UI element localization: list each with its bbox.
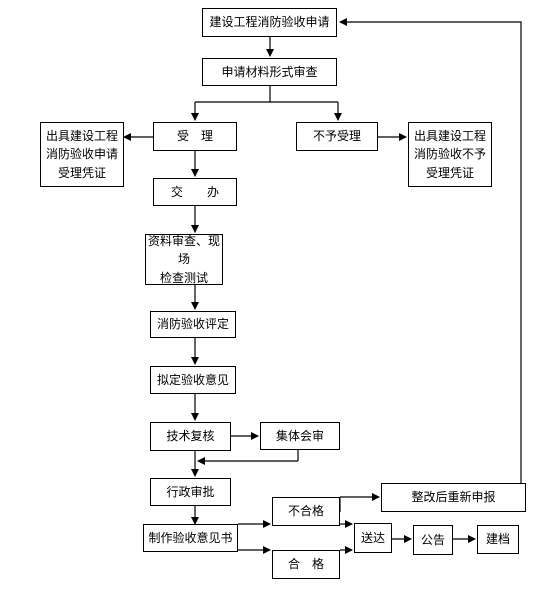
voucher-line: 出具建设工程 bbox=[413, 128, 486, 143]
node-application: 建设工程消防验收申请 bbox=[202, 8, 337, 37]
node-admin-approval: 行政审批 bbox=[150, 478, 231, 506]
node-archive: 建档 bbox=[477, 525, 519, 554]
node-form-review: 申请材料形式审查 bbox=[202, 58, 337, 86]
node-draft-opinion: 拟定验收意见 bbox=[150, 366, 236, 394]
node-unqualified: 不合格 bbox=[272, 497, 340, 526]
node-accept-voucher: 出具建设工程 消防验收申请 受理凭证 bbox=[40, 122, 124, 187]
node-announce: 公告 bbox=[413, 525, 453, 555]
node-accept: 受 理 bbox=[153, 122, 237, 151]
node-issue-opinion-label: 制作验收意见书 bbox=[148, 530, 233, 545]
node-tech-review-label: 技术复核 bbox=[166, 429, 215, 444]
inspection-line: 资料审查、现场 bbox=[147, 233, 220, 267]
node-form-review-label: 申请材料形式审查 bbox=[221, 64, 318, 79]
voucher-line: 消防验收不予 bbox=[413, 147, 486, 162]
node-rectify: 整改后重新申报 bbox=[381, 483, 526, 512]
node-qualified-label: 合 格 bbox=[287, 557, 324, 572]
node-qualified: 合 格 bbox=[272, 550, 340, 579]
node-reject-label: 不予受理 bbox=[312, 129, 361, 144]
voucher-line: 消防验收申请 bbox=[45, 147, 118, 162]
node-handover: 交 办 bbox=[153, 178, 237, 206]
node-unqualified-label: 不合格 bbox=[287, 504, 324, 519]
voucher-line: 受理凭证 bbox=[57, 165, 106, 180]
node-deliver-label: 送达 bbox=[360, 530, 385, 545]
node-tech-review: 技术复核 bbox=[150, 422, 231, 451]
node-deliver: 送达 bbox=[354, 523, 392, 553]
node-issue-opinion: 制作验收意见书 bbox=[143, 524, 238, 552]
node-evaluation-label: 消防验收评定 bbox=[156, 317, 229, 332]
voucher-line: 受理凭证 bbox=[425, 165, 474, 180]
inspection-line: 检查测试 bbox=[159, 270, 208, 285]
node-accept-label: 受 理 bbox=[176, 129, 213, 144]
node-evaluation: 消防验收评定 bbox=[150, 311, 236, 338]
voucher-line: 出具建设工程 bbox=[45, 128, 118, 143]
node-admin-approval-label: 行政审批 bbox=[166, 484, 215, 499]
node-inspection: 资料审查、现场 检查测试 bbox=[145, 234, 223, 285]
node-application-label: 建设工程消防验收申请 bbox=[209, 15, 330, 30]
node-group-review-label: 集体会审 bbox=[275, 428, 324, 443]
node-rectify-label: 整改后重新申报 bbox=[411, 490, 496, 505]
arrow-rectify-to-application bbox=[339, 18, 522, 483]
node-reject: 不予受理 bbox=[296, 122, 378, 151]
node-handover-label: 交 办 bbox=[170, 184, 219, 199]
node-announce-label: 公告 bbox=[420, 532, 445, 547]
node-archive-label: 建档 bbox=[485, 532, 510, 547]
node-reject-voucher: 出具建设工程 消防验收不予 受理凭证 bbox=[408, 122, 492, 187]
node-draft-opinion-label: 拟定验收意见 bbox=[156, 372, 229, 387]
node-group-review: 集体会审 bbox=[260, 422, 340, 450]
